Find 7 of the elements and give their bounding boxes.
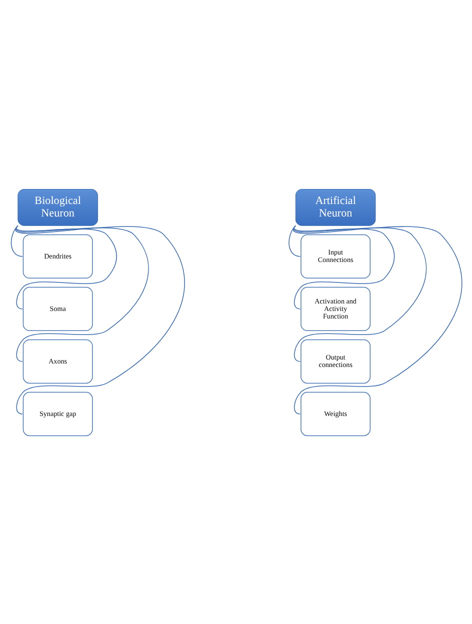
connector: [292, 224, 426, 362]
node-box: Artificial Neuron: [294, 188, 376, 226]
connector: [14, 224, 184, 414]
connector: [288, 224, 300, 256]
connector: [15, 224, 148, 362]
node-box: Biological Neuron: [17, 188, 98, 226]
connector: [292, 224, 462, 414]
